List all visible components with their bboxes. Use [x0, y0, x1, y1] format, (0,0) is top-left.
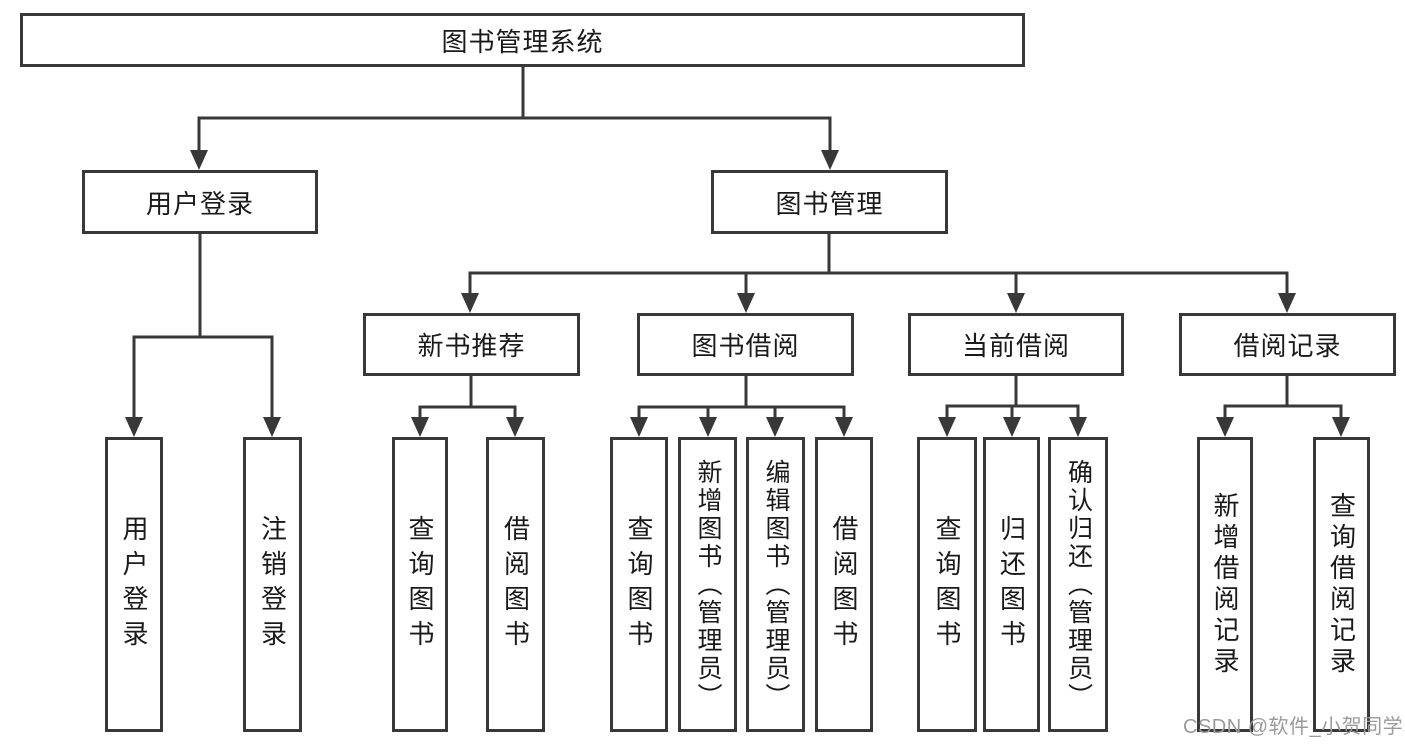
- leaf-borrow-borrow-book: 借阅图书: [815, 437, 873, 732]
- leaf-record-add-borrow-record: 新增借阅记录: [1197, 437, 1253, 732]
- leaf-logout-label: 注销登录: [257, 514, 288, 655]
- leaf-current-confirm-return-admin-label: 确认归还（管理员）: [1064, 458, 1093, 711]
- connector-lines: [132, 67, 1343, 419]
- leaf-record-add-borrow-record-label: 新增借阅记录: [1210, 491, 1240, 678]
- leaf-newbook-borrow-book: 借阅图书: [486, 437, 545, 732]
- leaf-current-query-book-label: 查询图书: [932, 514, 962, 655]
- leaf-borrow-query-book: 查询图书: [610, 437, 668, 732]
- leaf-newbook-query-book-label: 查询图书: [405, 514, 435, 655]
- leaf-borrow-edit-book-admin-label: 编辑图书（管理员）: [762, 458, 790, 711]
- leaf-current-query-book: 查询图书: [917, 437, 977, 732]
- leaf-current-confirm-return-admin: 确认归还（管理员）: [1048, 437, 1108, 732]
- csdn-watermark: CSDN @软件_小贺同学: [1183, 716, 1404, 738]
- node-book-management: 图书管理: [711, 170, 948, 234]
- node-borrow-record: 借阅记录: [1179, 313, 1396, 376]
- node-book-borrow: 图书借阅: [637, 313, 854, 376]
- node-current-borrow: 当前借阅: [908, 313, 1124, 376]
- leaf-borrow-add-book-admin-label: 新增图书（管理员）: [694, 458, 722, 711]
- leaf-record-query-borrow-record-label: 查询借阅记录: [1326, 491, 1357, 678]
- leaf-user-login: 用户登录: [105, 437, 163, 732]
- leaf-borrow-add-book-admin: 新增图书（管理员）: [678, 437, 737, 732]
- leaf-user-login-label: 用户登录: [119, 514, 149, 655]
- leaf-current-return-book: 归还图书: [983, 437, 1040, 732]
- node-new-book-recommend: 新书推荐: [363, 313, 580, 376]
- leaf-newbook-query-book: 查询图书: [392, 437, 448, 732]
- node-user-login: 用户登录: [82, 170, 318, 234]
- leaf-current-return-book-label: 归还图书: [996, 514, 1027, 655]
- leaf-borrow-borrow-book-label: 借阅图书: [829, 514, 859, 655]
- leaf-logout: 注销登录: [243, 437, 302, 732]
- leaf-borrow-edit-book-admin: 编辑图书（管理员）: [746, 437, 805, 732]
- node-library-management-system: 图书管理系统: [20, 13, 1025, 67]
- connector-arrowheads: [125, 150, 1350, 437]
- leaf-newbook-borrow-book-label: 借阅图书: [500, 514, 531, 655]
- leaf-record-query-borrow-record: 查询借阅记录: [1313, 437, 1370, 732]
- leaf-borrow-query-book-label: 查询图书: [624, 514, 654, 655]
